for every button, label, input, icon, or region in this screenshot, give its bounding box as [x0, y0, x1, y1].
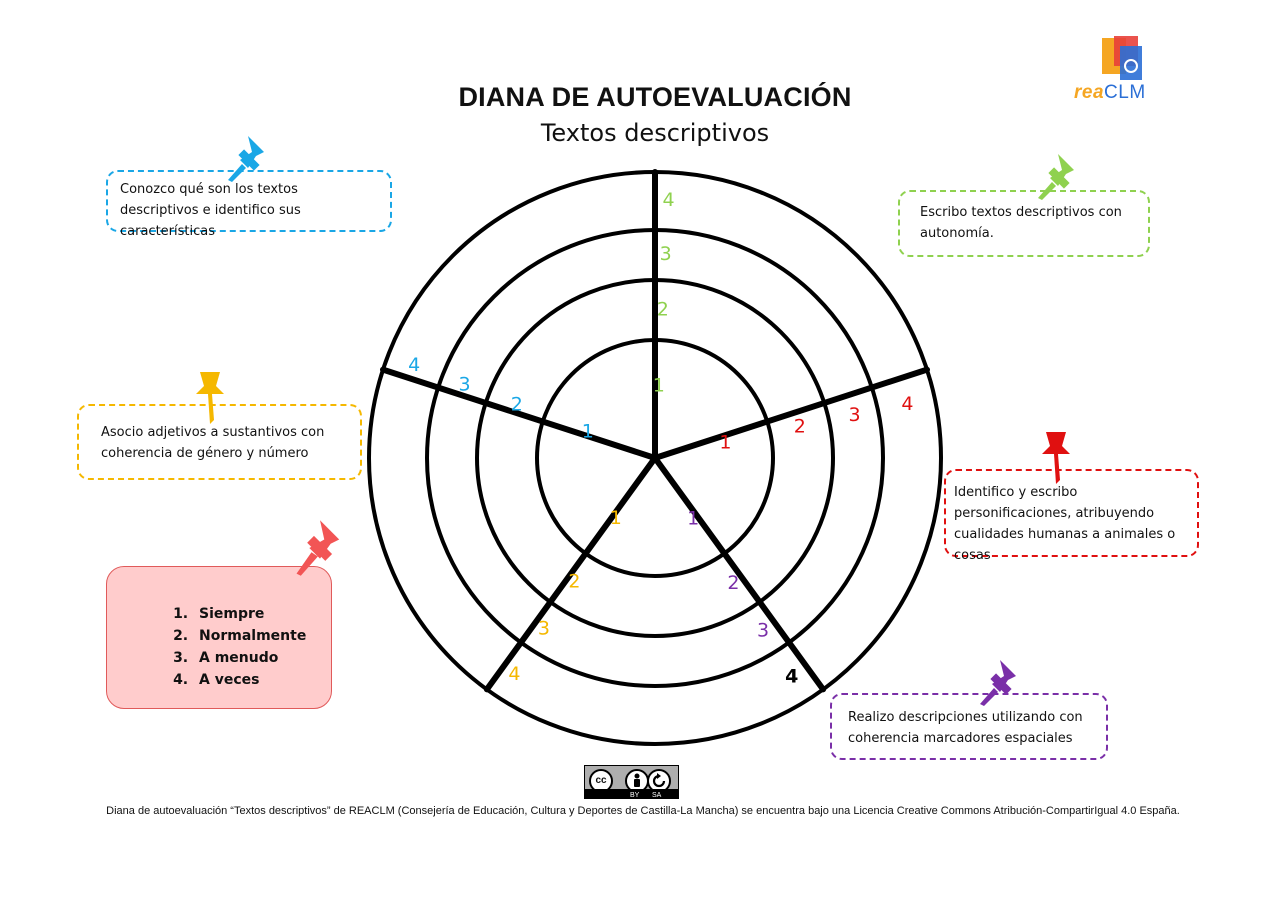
note-yellow: Asocio adjetivos a sustantivos con coher…: [77, 404, 362, 480]
note-yellow-text: Asocio adjetivos a sustantivos con coher…: [101, 425, 325, 461]
legend-item: A veces: [193, 669, 331, 691]
reaclm-logo-icon: [1102, 36, 1142, 80]
license-text: Diana de autoevaluación “Textos descript…: [106, 805, 1180, 817]
sector-red-label-2: 2: [794, 416, 806, 438]
pushpin-yellow-icon: [196, 372, 224, 424]
sector-green-label-3: 3: [660, 243, 672, 265]
sector-green-label-1: 1: [653, 375, 665, 397]
sector-blue-label-3: 3: [459, 373, 471, 395]
pushpin-green-icon: [1038, 154, 1074, 200]
cc-license-badge: cc BY SA: [584, 765, 679, 799]
pushpin-red-icon: [1042, 432, 1070, 484]
sector-yellow-label-2: 2: [568, 571, 580, 593]
sector-red-label-3: 3: [848, 404, 860, 426]
page-title: DIANA DE AUTOEVALUACIÓN: [458, 82, 852, 112]
target-spoke-5: [379, 366, 658, 461]
sector-yellow-label-1: 1: [610, 507, 622, 529]
sector-purple-label-4: 4: [785, 665, 798, 687]
rating-legend: Siempre Normalmente A menudo A veces: [106, 566, 332, 709]
cc-by-label: BY: [630, 792, 640, 799]
note-blue: Conozco qué son los textos descriptivos …: [106, 170, 392, 239]
note-purple-text: Realizo descripciones utilizando con coh…: [848, 710, 1083, 746]
sector-green-label-4: 4: [662, 189, 674, 211]
sector-red-label-4: 4: [901, 393, 913, 415]
legend-item: Normalmente: [193, 625, 331, 647]
target-spoke-2: [652, 366, 931, 461]
target-spoke-3: [652, 455, 827, 693]
pushpin-purple-icon: [980, 660, 1016, 706]
note-red-text: Identifico y escribo personificaciones, …: [954, 485, 1176, 563]
reaclm-logo-text: reaCLM: [1074, 82, 1146, 104]
cc-badge-band: [585, 789, 678, 798]
sector-blue-label-4: 4: [408, 354, 420, 376]
note-blue-text: Conozco qué son los textos descriptivos …: [120, 182, 301, 239]
sector-green-label-2: 2: [657, 299, 669, 321]
note-green: Escribo textos descriptivos con autonomí…: [898, 190, 1150, 257]
sector-yellow-label-4: 4: [508, 663, 520, 685]
logo-prefix: rea: [1074, 82, 1105, 103]
pushpin-legend-icon: [296, 520, 340, 576]
sector-yellow-label-3: 3: [538, 618, 550, 640]
sector-blue-label-2: 2: [511, 393, 523, 415]
sector-blue-label-1: 1: [582, 421, 594, 443]
logo-suffix: CLM: [1104, 82, 1146, 103]
target-spoke-4: [483, 455, 658, 693]
reaclm-logo: reaCLM: [1068, 34, 1178, 108]
sector-purple-label-1: 1: [687, 508, 699, 530]
note-red: Identifico y escribo personificaciones, …: [944, 469, 1199, 563]
pushpin-blue-icon: [228, 136, 264, 182]
note-purple: Realizo descripciones utilizando con coh…: [830, 693, 1108, 760]
sector-purple-label-2: 2: [727, 572, 739, 594]
legend-item: A menudo: [193, 647, 331, 669]
cc-sa-label: SA: [652, 792, 662, 799]
page-subtitle: Textos descriptivos: [540, 119, 770, 147]
sector-red-label-1: 1: [719, 432, 731, 454]
sector-purple-label-3: 3: [757, 620, 769, 642]
legend-item: Siempre: [193, 603, 331, 625]
note-green-text: Escribo textos descriptivos con autonomí…: [920, 205, 1122, 241]
